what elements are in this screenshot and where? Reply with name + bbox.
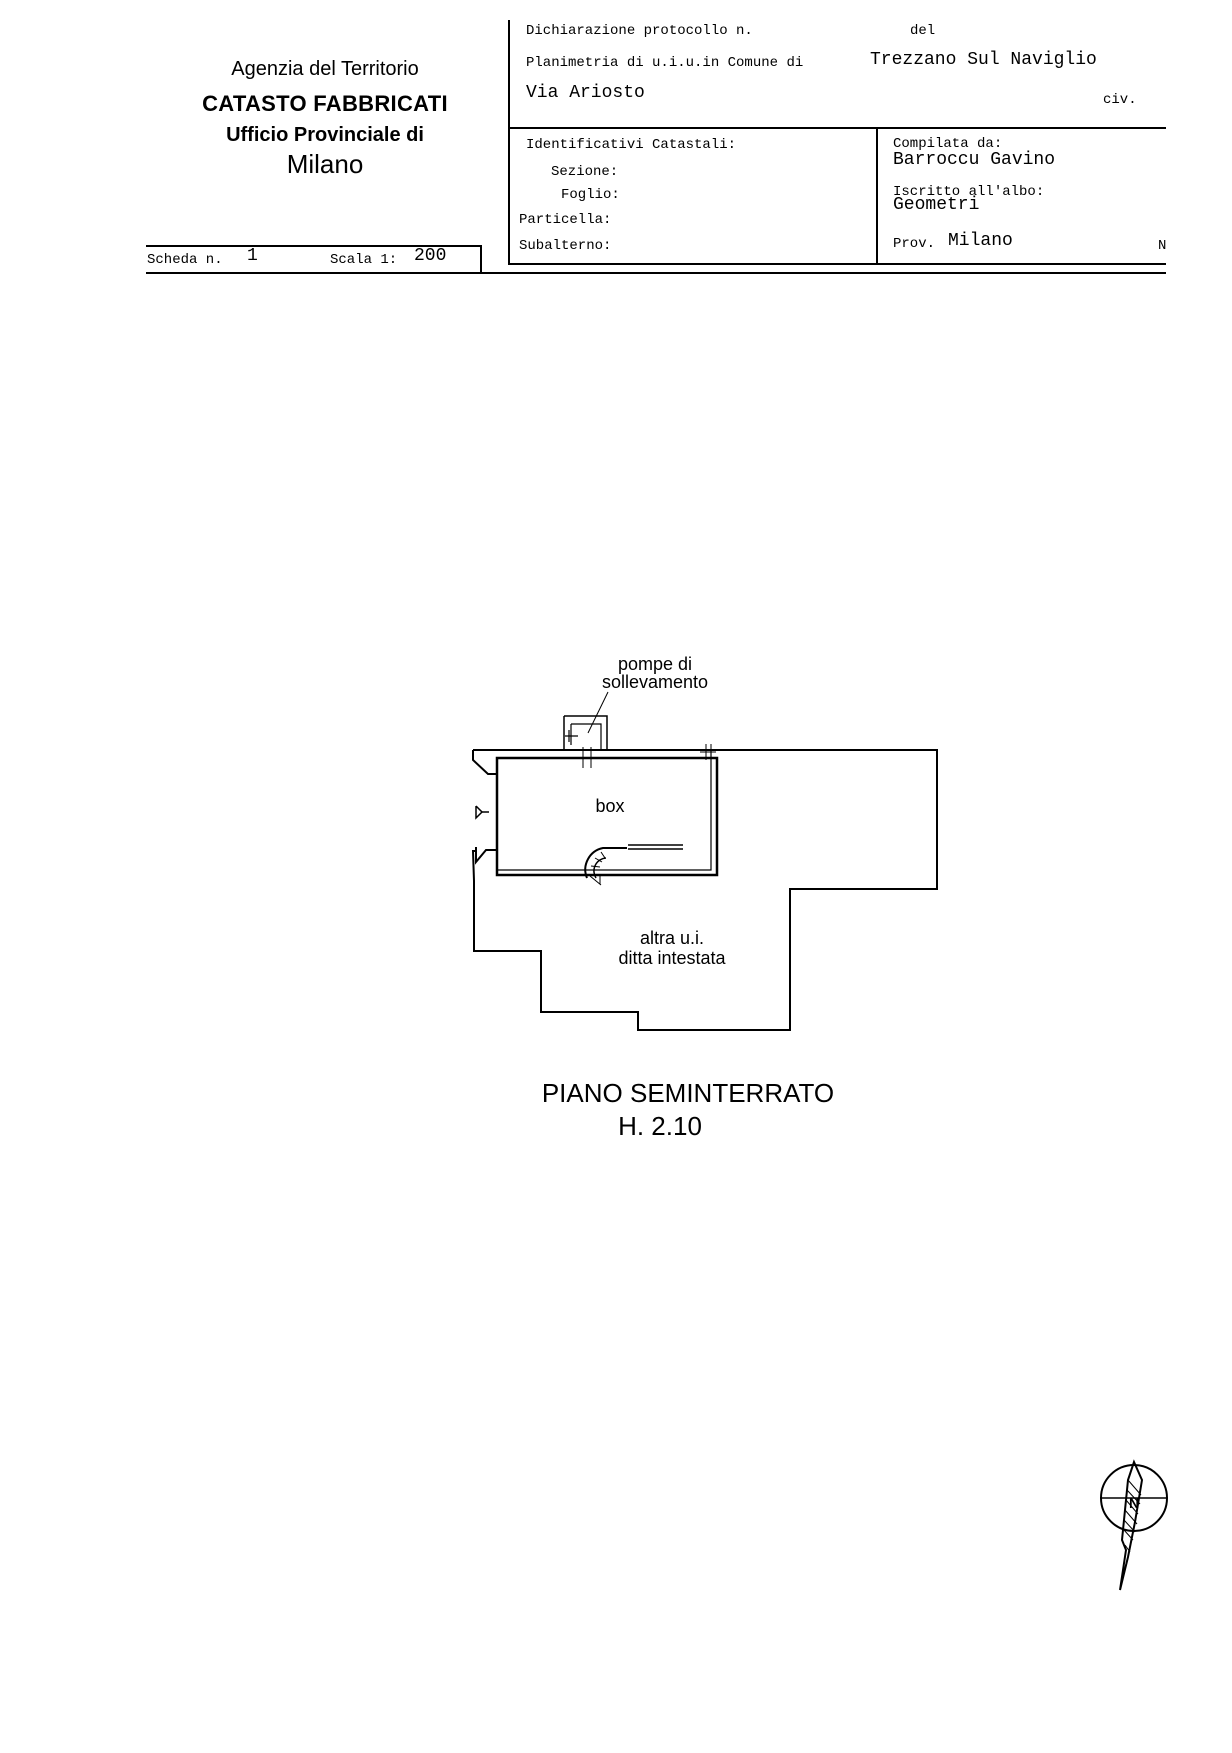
province-value: Milano	[948, 231, 1013, 251]
pumps-label-line1: pompe di	[618, 654, 692, 674]
entrance-arrow	[475, 805, 484, 820]
municipality: Trezzano Sul Naviglio	[870, 50, 1097, 70]
register-value: Geometri	[893, 195, 980, 215]
protocol-label: Dichiarazione protocollo n.	[526, 23, 753, 39]
box-inner-wall	[498, 750, 712, 871]
stair-treads	[589, 851, 606, 886]
scheda-top-rule	[146, 245, 482, 247]
subunit-label: Subalterno:	[519, 238, 612, 254]
pump-inner	[570, 723, 602, 750]
compiled-by-label: Compilata da:	[893, 136, 1003, 152]
entrance-upper-jamb	[472, 750, 497, 775]
plan-label: Planimetria di u.i.u.in Comune di	[526, 55, 804, 71]
entrance-lower-jamb	[475, 847, 497, 865]
pump-marks	[565, 730, 578, 742]
header-base-rule	[146, 272, 1166, 274]
office-label: Ufficio Provinciale di	[226, 124, 424, 146]
floor-height: H. 2.10	[618, 1111, 702, 1141]
identifiers-title: Identificativi Catastali:	[526, 137, 737, 153]
sheet-label: Foglio:	[561, 187, 620, 203]
civic-label: civ.	[1103, 92, 1137, 108]
building-outline	[471, 749, 938, 1031]
pumps-label-line2: sollevamento	[602, 672, 708, 692]
other-unit-line2: ditta intestata	[618, 948, 726, 968]
province-label: Prov.	[893, 236, 936, 252]
date-label: del	[910, 23, 936, 39]
parcel-label: Particella:	[519, 212, 612, 228]
header-left-rule	[508, 20, 510, 265]
scale-value: 200	[414, 246, 447, 266]
street-name: Via Ariosto	[526, 83, 645, 103]
pipe-marks	[582, 744, 716, 768]
header-mid-rule	[508, 127, 1166, 129]
registry-title: CATASTO FABBRICATI	[202, 91, 448, 116]
scheda-label: Scheda n.	[147, 252, 223, 268]
spiral-stair-inner	[593, 857, 607, 879]
pump-leader-line	[587, 691, 609, 734]
box-room-outline	[495, 756, 719, 877]
other-unit-line1: altra u.i.	[640, 928, 704, 948]
north-arrow-letter: N	[1129, 1495, 1139, 1511]
scale-label: Scala 1:	[330, 252, 398, 268]
edge-mark: N	[1158, 238, 1167, 254]
agency-name: Agenzia del Territorio	[231, 58, 419, 80]
compiler-divider	[876, 129, 878, 265]
pump-enclosure	[564, 715, 608, 750]
floor-title: PIANO SEMINTERRATO	[542, 1078, 834, 1108]
header-bottom-rule	[508, 263, 1166, 265]
section-label: Sezione:	[551, 164, 619, 180]
spiral-stair	[584, 847, 627, 879]
register-label: Iscritto all'albo:	[893, 184, 1045, 200]
scheda-right-rule	[480, 245, 482, 273]
corridor-line	[628, 844, 683, 850]
north-arrow-icon	[1100, 1459, 1168, 1591]
compiled-by-name: Barroccu Gavino	[893, 150, 1056, 170]
scheda-number: 1	[247, 246, 258, 266]
office-city: Milano	[286, 149, 364, 179]
box-label: box	[595, 796, 624, 816]
